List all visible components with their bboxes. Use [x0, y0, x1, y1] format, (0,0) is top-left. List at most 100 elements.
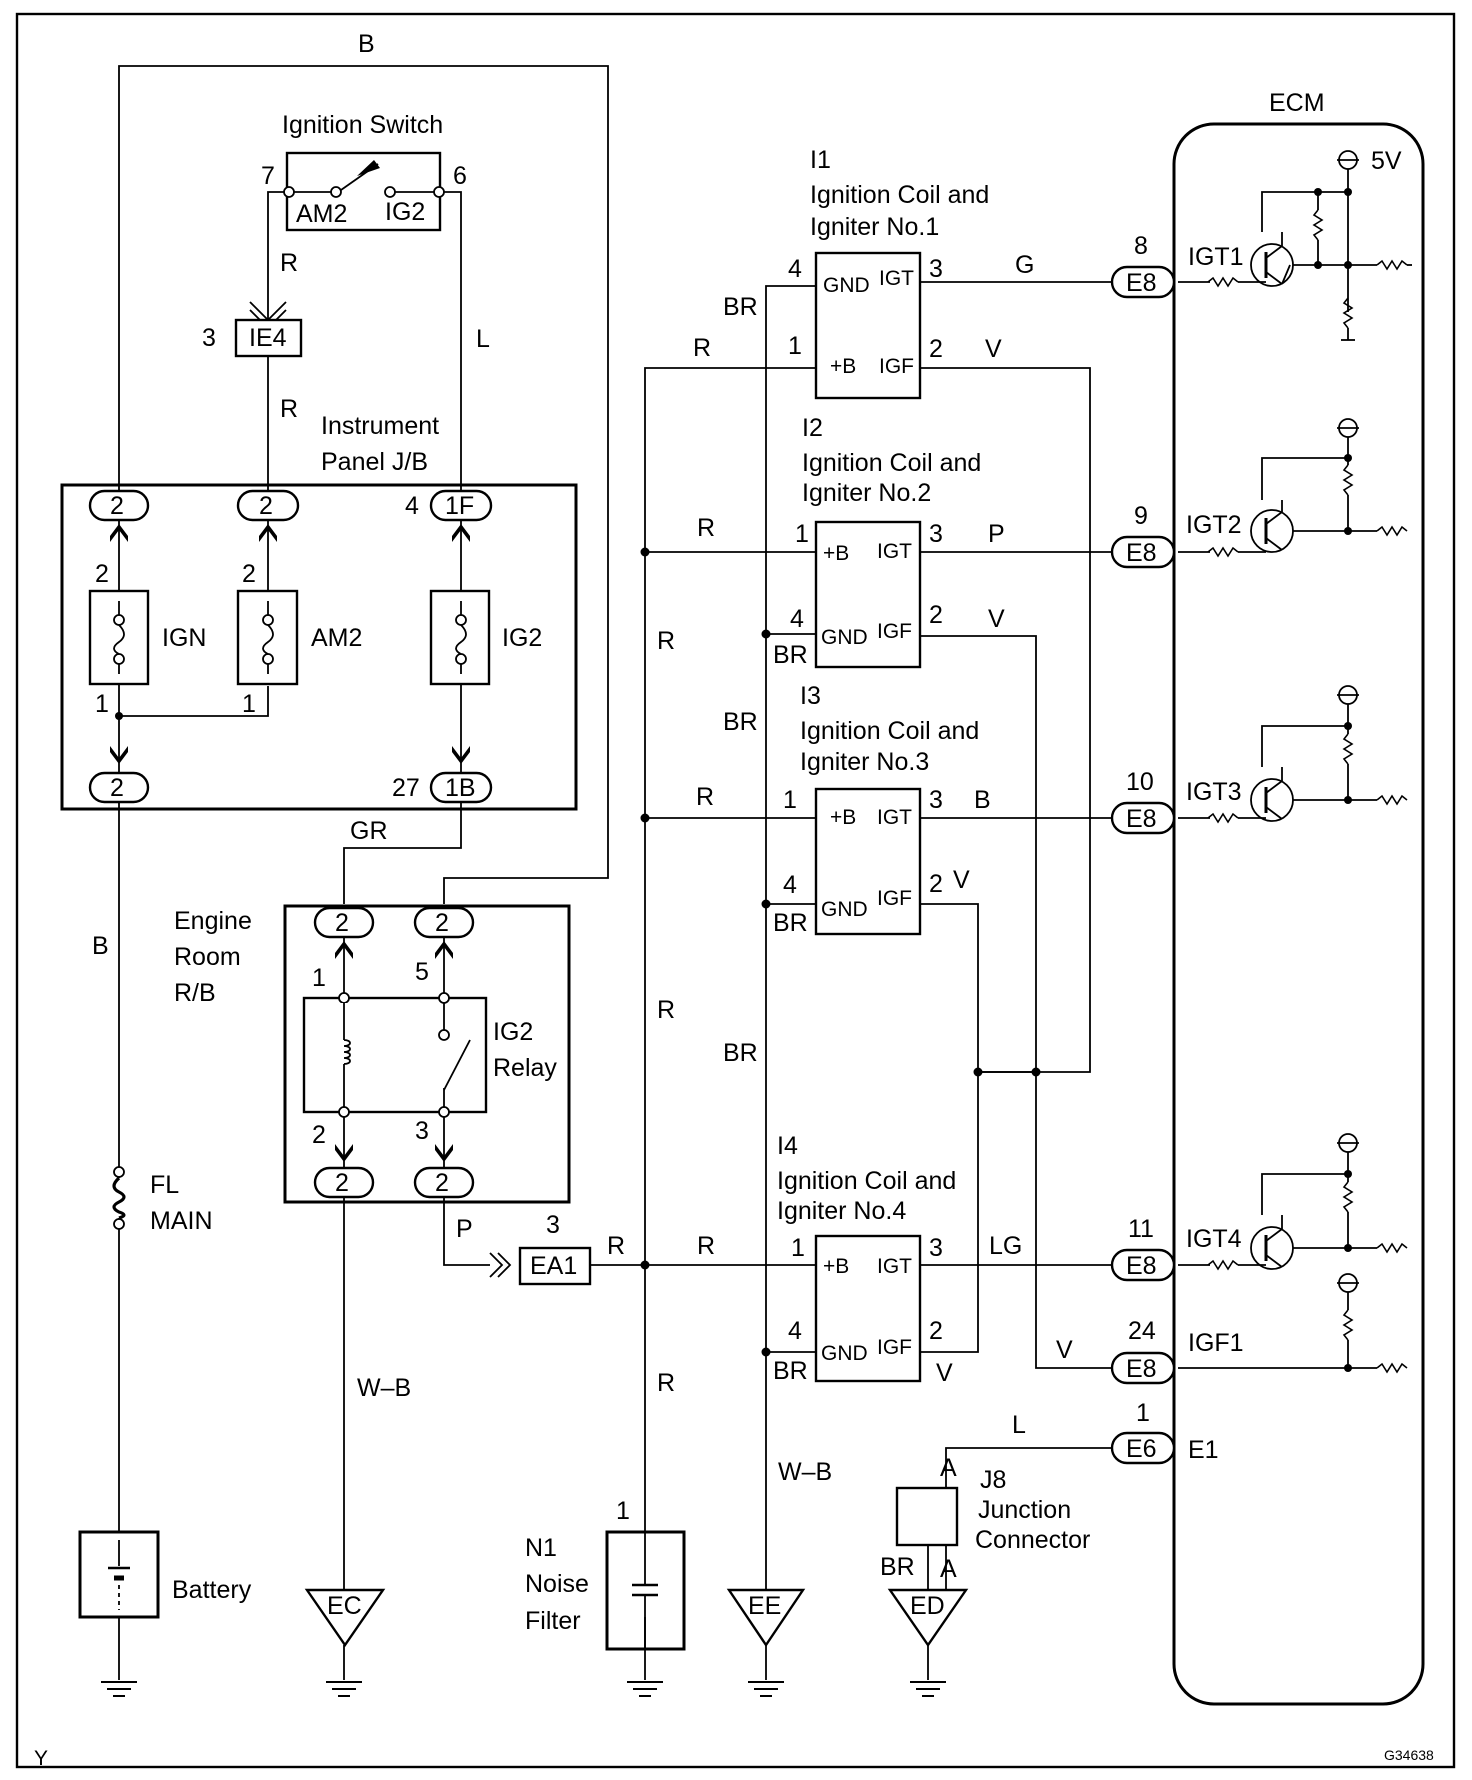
jb-fuse-ign: IGN — [162, 624, 206, 652]
wire-v5: V — [1056, 1336, 1073, 1364]
ecm-t4-conn: E8 — [1126, 1252, 1157, 1280]
jb-conn-ign-top: 2 — [110, 492, 124, 520]
ecm-t2-conn: E8 — [1126, 539, 1157, 567]
wire-r-i2: R — [697, 514, 715, 542]
ie4-pin: 3 — [202, 324, 216, 352]
ecm-t4-num: 11 — [1128, 1215, 1154, 1243]
coil-i4-tl-lbl: +B — [823, 1255, 849, 1278]
wire-br-i4: BR — [773, 1357, 808, 1385]
coil-i2-id: I2 — [802, 414, 823, 442]
wire-b-left: B — [92, 932, 109, 960]
coil-i2-tl-lbl: +B — [823, 542, 849, 565]
fl-main-1: FL — [150, 1171, 179, 1199]
coil-i2-br-num: 2 — [929, 601, 943, 629]
wire-wb-left: W–B — [357, 1374, 411, 1402]
coil-i2-bl-lbl: GND — [821, 626, 868, 649]
rb-conn-bottom-right: 2 — [435, 1169, 449, 1197]
coil-i3-line1: Ignition Coil and — [800, 717, 979, 745]
rb-conn-top-right: 2 — [435, 909, 449, 937]
coil-i1-id: I1 — [810, 146, 831, 174]
wire-v2: V — [988, 605, 1005, 633]
jb-conn-ig2-top: 1F — [445, 492, 474, 520]
wire-r-bus1: R — [657, 627, 675, 655]
wire-br-b: BR — [723, 1039, 758, 1067]
wire-g: G — [1015, 251, 1034, 279]
rb-title-2: Room — [174, 943, 241, 971]
fl-main-fuse: FL MAIN — [110, 1166, 213, 1235]
ecm-supply: 5V — [1371, 147, 1402, 175]
j8-line3: Connector — [975, 1526, 1090, 1554]
coil-i3-bl-lbl: GND — [821, 898, 868, 921]
wire-r-i4: R — [697, 1232, 715, 1260]
coil-i1-tr-num: 3 — [929, 255, 943, 283]
ie4-label: IE4 — [249, 324, 287, 352]
footer-right: G34638 — [1384, 1747, 1434, 1763]
coil-i2-tr-num: 3 — [929, 520, 943, 548]
ground-ec-label: EC — [327, 1592, 362, 1620]
ignition-switch-title: Ignition Switch — [282, 111, 443, 139]
ground-ee-label: EE — [748, 1592, 781, 1620]
wire-br-i2: BR — [773, 641, 808, 669]
coil-i1-line1: Ignition Coil and — [810, 181, 989, 209]
wire-v4: V — [936, 1359, 953, 1387]
ecm-t2-num: 9 — [1134, 502, 1148, 530]
wire-labels: B R L R B GR W–B P R R R R R R R R BR BR… — [92, 30, 1073, 1581]
coil-i4-bl-lbl: GND — [821, 1342, 868, 1365]
wire-r-i1: R — [693, 334, 711, 362]
ignition-switch-pin-6: 6 — [453, 162, 467, 190]
coil-i1-tl-lbl: GND — [823, 274, 870, 297]
jb-pin-ign-top: 2 — [95, 560, 109, 588]
wire-r-ie4: R — [280, 395, 298, 423]
coil-i4-line1: Ignition Coil and — [777, 1167, 956, 1195]
jb-fuse-am2: AM2 — [311, 624, 362, 652]
ecm-terminals: 8 E8 IGT1 9 E8 IGT2 10 E8 IGT3 11 E8 IGT… — [1110, 232, 1244, 1465]
jb-conn-bottom-right: 1B — [445, 774, 476, 802]
coil-i3-bl-num: 4 — [783, 871, 797, 899]
instrument-panel-jb: Instrument Panel J/B 2 2 1F 4 IGN AM2 IG… — [60, 412, 578, 811]
coil-i3-tr-num: 3 — [929, 786, 943, 814]
jb-pin-am2-bottom: 1 — [242, 690, 256, 718]
wire-top-b: B — [358, 30, 375, 58]
j8-pin-top: A — [940, 1454, 957, 1482]
coil-i2-line1: Ignition Coil and — [802, 449, 981, 477]
footer-left: Y — [34, 1747, 48, 1770]
ecm-t5-conn: E8 — [1126, 1355, 1157, 1383]
rb-pin-3: 3 — [415, 1117, 429, 1145]
coil-i4-br-num: 2 — [929, 1317, 943, 1345]
wire-p: P — [456, 1215, 473, 1243]
coil-i4-id: I4 — [777, 1132, 798, 1160]
coil-i1-line2: Igniter No.1 — [810, 213, 939, 241]
jb-pin-am2-top: 2 — [242, 560, 256, 588]
coil-i1: I1 Ignition Coil and Igniter No.1 4 GND … — [788, 146, 989, 400]
ecm-t1-conn: E8 — [1126, 269, 1157, 297]
rb-title-3: R/B — [174, 979, 216, 1007]
coil-i2-br-lbl: IGF — [877, 620, 912, 643]
ignition-switch-pin-7: 7 — [261, 162, 275, 190]
ecm-t6-conn: E6 — [1126, 1435, 1157, 1463]
coil-i2-bl-num: 4 — [790, 605, 804, 633]
ecm-t3-name: IGT3 — [1186, 778, 1242, 806]
wire-v1: V — [985, 335, 1002, 363]
ecm-t3-num: 10 — [1126, 768, 1154, 796]
rb-conn-top-left: 2 — [335, 909, 349, 937]
rb-title-1: Engine — [174, 907, 252, 935]
wire-lg: LG — [989, 1232, 1022, 1260]
ground-ed: ED — [887, 1588, 969, 1697]
jb-conn-bottom-right-pin: 27 — [392, 774, 420, 802]
jb-conn-bottom-left: 2 — [110, 774, 124, 802]
ecm-t2-name: IGT2 — [1186, 511, 1242, 539]
wire-wb-ee: W–B — [778, 1458, 832, 1486]
rb-relay-2: Relay — [493, 1054, 557, 1082]
noise-filter-2: Noise — [525, 1570, 589, 1598]
noise-filter-1: N1 — [525, 1534, 557, 1562]
coil-i3-tr-lbl: IGT — [877, 806, 912, 829]
coil-i4-bl-num: 4 — [788, 1317, 802, 1345]
ecm-t3-conn: E8 — [1126, 805, 1157, 833]
coil-i3-br-num: 2 — [929, 870, 943, 898]
coil-i3-br-lbl: IGF — [877, 887, 912, 910]
ea1-connector: EA1 3 — [489, 1211, 592, 1286]
ecm-t1-name: IGT1 — [1188, 243, 1244, 271]
ignition-switch-ig2: IG2 — [385, 198, 425, 226]
coil-i4-br-lbl: IGF — [877, 1336, 912, 1359]
